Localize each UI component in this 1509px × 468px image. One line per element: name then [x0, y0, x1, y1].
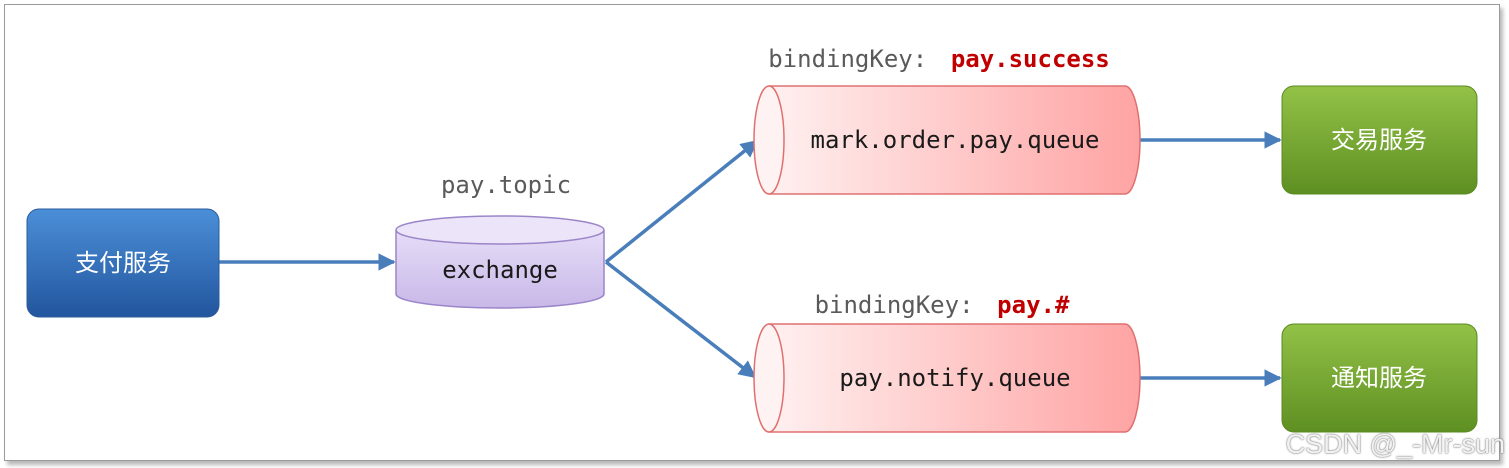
exchange-label: exchange [442, 256, 558, 284]
binding-prefix-1: bindingKey: [768, 45, 927, 73]
binding-key-1: pay.success [951, 45, 1110, 73]
watermark: CSDN @_-Mr-sun [1285, 429, 1505, 459]
queue-1-name: mark.order.pay.queue [811, 126, 1100, 154]
consumer-service-node-2: 通知服务 [1281, 323, 1478, 433]
producer-service-node: 支付服务 [26, 208, 220, 318]
queue-2-binding: bindingKey: pay.# [815, 291, 1070, 319]
consumer-service-node-1: 交易服务 [1281, 85, 1478, 195]
queue-1-binding: bindingKey: pay.success [768, 45, 1110, 73]
queue-2-name: pay.notify.queue [839, 364, 1070, 392]
arrow-exchange-to-queue-2 [604, 260, 757, 379]
binding-prefix-2: bindingKey: [815, 291, 974, 319]
arrow-exchange-to-queue-1 [604, 139, 759, 264]
connection-arrows [219, 131, 1282, 387]
binding-key-2: pay.# [997, 291, 1070, 319]
queue-node-2: bindingKey: pay.# pay.notify.queue [753, 291, 1141, 433]
queue-node-1: bindingKey: pay.success mark.order.pay.q… [753, 45, 1141, 195]
exchange-node: pay.topic exchange [395, 171, 605, 309]
consumer-1-label: 交易服务 [1331, 126, 1427, 154]
exchange-name: pay.topic [441, 171, 571, 199]
producer-label: 支付服务 [75, 249, 171, 277]
consumer-2-label: 通知服务 [1331, 364, 1427, 392]
diagram-frame [4, 4, 1500, 461]
